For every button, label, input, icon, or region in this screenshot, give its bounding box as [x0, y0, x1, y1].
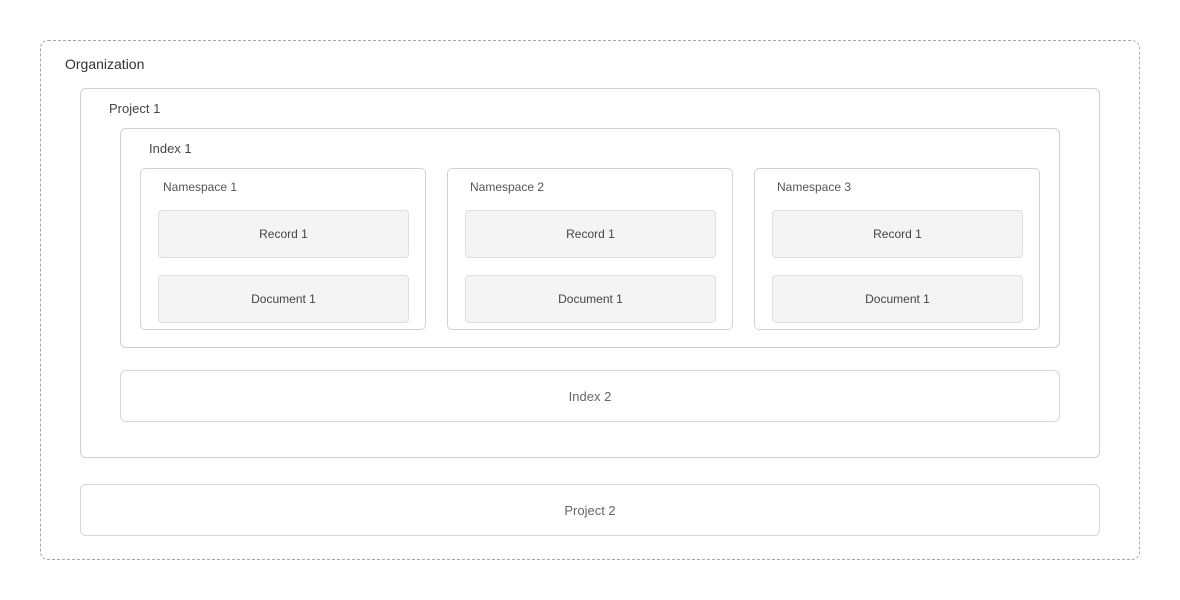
- index-2-container: Index 2: [120, 370, 1060, 422]
- namespace-2-container: Namespace 2 Record 1 Document 1: [447, 168, 733, 330]
- namespace-3-record: Record 1: [772, 210, 1023, 258]
- namespace-2-label: Namespace 2: [470, 180, 545, 194]
- index-1-label: Index 1: [149, 141, 192, 156]
- organization-label: Organization: [65, 56, 145, 72]
- project-1-label: Project 1: [109, 101, 161, 116]
- project-2-label: Project 2: [564, 502, 616, 518]
- namespace-2-document: Document 1: [465, 275, 716, 323]
- namespace-3-container: Namespace 3 Record 1 Document 1: [754, 168, 1040, 330]
- namespace-1-record: Record 1: [158, 210, 409, 258]
- namespace-1-label: Namespace 1: [163, 180, 238, 194]
- index-1-container: Index 1: [120, 128, 1060, 348]
- namespace-1-document: Document 1: [158, 275, 409, 323]
- organization-container: Organization: [40, 40, 1140, 560]
- namespace-1-container: Namespace 1 Record 1 Document 1: [140, 168, 426, 330]
- namespace-3-document: Document 1: [772, 275, 1023, 323]
- namespace-3-label: Namespace 3: [777, 180, 852, 194]
- index-2-label: Index 2: [568, 388, 612, 404]
- namespace-2-record: Record 1: [465, 210, 716, 258]
- project-2-container: Project 2: [80, 484, 1100, 536]
- project-1-container: Project 1: [80, 88, 1100, 458]
